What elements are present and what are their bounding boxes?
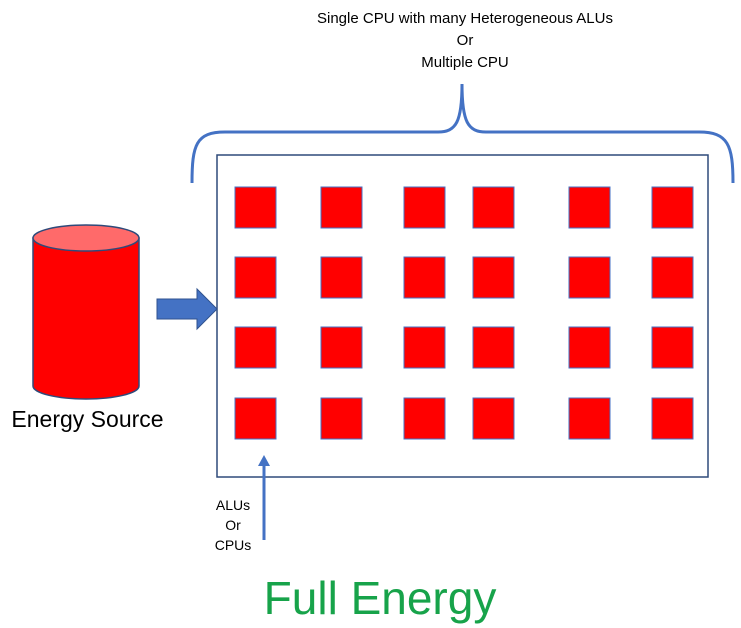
processing-unit [320,397,363,440]
processor-caption: Single CPU with many Heterogeneous ALUs … [230,8,700,74]
caption-line-3: Multiple CPU [421,54,509,71]
processing-unit [651,256,694,299]
processing-unit [472,256,515,299]
energy-source-cylinder [32,224,140,400]
processing-unit [472,326,515,369]
footer-title: Full Energy [263,572,497,624]
processing-unit [403,326,446,369]
unit-label-line-3: CPUs [214,537,252,553]
processing-unit [320,256,363,299]
processing-unit [403,186,446,229]
processing-unit [472,186,515,229]
processing-unit [651,326,694,369]
processing-unit [234,186,277,229]
unit-grid [234,186,694,440]
processor-frame [216,154,709,478]
processing-unit [234,256,277,299]
cylinder-body [32,237,140,400]
unit-label-line-2: Or [225,517,241,533]
unit-pointer-arrow [258,455,270,540]
processing-unit [568,186,611,229]
processing-unit [568,326,611,369]
processing-unit [568,397,611,440]
unit-label-line-1: ALUs [215,497,251,513]
processing-unit [651,397,694,440]
energy-flow-arrow [156,287,218,331]
grouping-bracket [190,83,735,184]
cylinder-top [32,224,140,252]
processing-unit [568,256,611,299]
processing-unit [234,326,277,369]
processing-unit [234,397,277,440]
processing-unit [320,326,363,369]
processing-unit [403,256,446,299]
processing-unit [320,186,363,229]
processing-unit [403,397,446,440]
energy-source-label: Energy Source [11,406,164,432]
unit-label: ALUs Or CPUs [205,495,261,555]
processing-unit [472,397,515,440]
caption-line-2: Or [456,32,474,49]
caption-line-1: Single CPU with many Heterogeneous ALUs [317,10,613,27]
processing-unit [651,186,694,229]
